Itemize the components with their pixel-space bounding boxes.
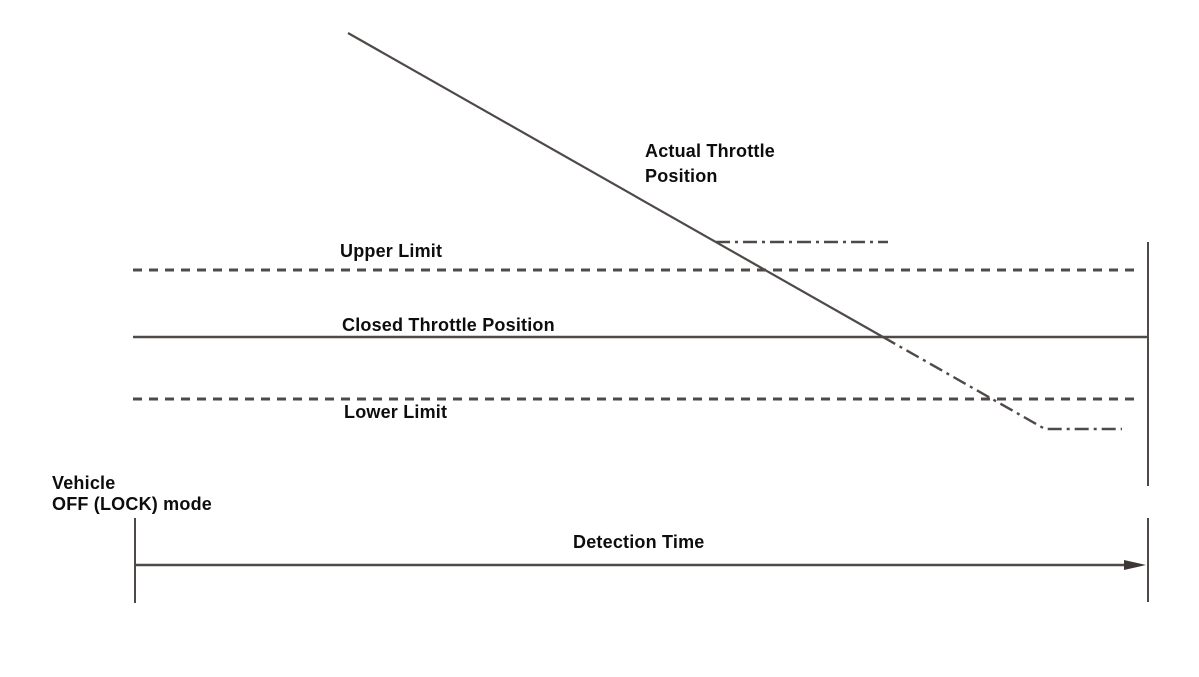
upper-limit-label: Upper Limit xyxy=(340,241,443,261)
closed-throttle-label: Closed Throttle Position xyxy=(342,315,555,335)
vehicle-mode-label: Vehicle OFF (LOCK) mode xyxy=(52,473,212,515)
actual-throttle-label-line2: Position xyxy=(645,166,718,186)
actual-throttle-label-line1: Actual Throttle xyxy=(645,141,776,161)
actual-throttle-label: Actual Throttle Position xyxy=(645,139,775,189)
detection-time-arrowhead xyxy=(1124,560,1146,570)
detection-time-label: Detection Time xyxy=(573,532,705,552)
vehicle-mode-label-line2: OFF (LOCK) mode xyxy=(52,494,212,514)
actual-throttle-line xyxy=(347,32,884,338)
actual-throttle-settled-line xyxy=(882,335,1122,431)
lower-limit-label: Lower Limit xyxy=(344,402,448,422)
vehicle-mode-label-line1: Vehicle xyxy=(52,473,116,493)
